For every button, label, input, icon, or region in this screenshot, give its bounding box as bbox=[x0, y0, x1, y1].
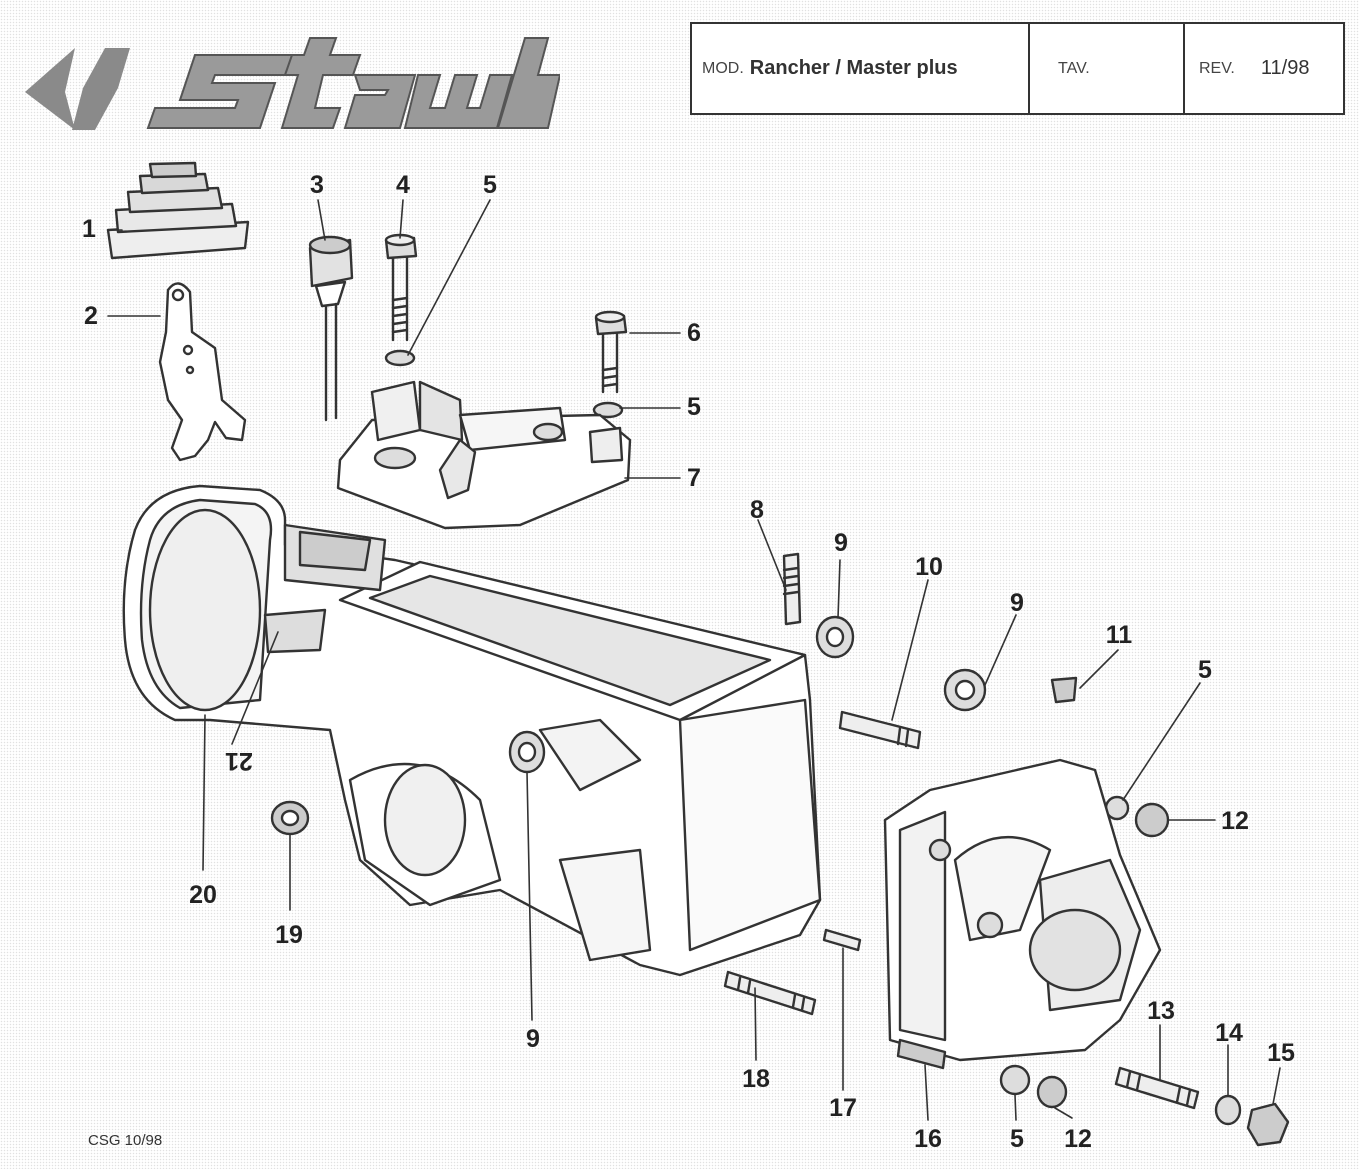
callout-12-upper: 12 bbox=[1221, 807, 1249, 835]
bush bbox=[270, 800, 310, 836]
stud-housing bbox=[896, 1038, 947, 1070]
callout-5-rear-lower: 5 bbox=[1010, 1125, 1024, 1153]
callout-9-upper: 9 bbox=[834, 529, 848, 557]
dipstick bbox=[308, 235, 354, 422]
callout-19: 19 bbox=[275, 921, 303, 949]
washer-output bbox=[1214, 1094, 1242, 1126]
callout-15: 15 bbox=[1267, 1039, 1295, 1067]
nut-rear-upper bbox=[1134, 802, 1170, 838]
rev-label: REV. bbox=[1199, 59, 1235, 77]
callout-5-rear-upper: 5 bbox=[1198, 656, 1212, 684]
shift-fork bbox=[158, 282, 247, 462]
washer-rear-lower bbox=[999, 1064, 1031, 1096]
filler-plug bbox=[1050, 676, 1078, 704]
oil-seal-upper bbox=[815, 615, 855, 659]
callout-14: 14 bbox=[1215, 1019, 1243, 1047]
callout-2: 2 bbox=[84, 302, 98, 330]
callout-7: 7 bbox=[687, 464, 701, 492]
callout-5-cover: 5 bbox=[687, 393, 701, 421]
callout-16: 16 bbox=[914, 1125, 942, 1153]
rear-housing bbox=[883, 758, 1162, 1062]
title-block: MOD. Rancher / Master plus TAV. REV. 11/… bbox=[690, 22, 1345, 115]
callout-9-lower: 9 bbox=[526, 1025, 540, 1053]
callout-12-lower: 12 bbox=[1064, 1125, 1092, 1153]
oil-seal-right bbox=[943, 668, 987, 712]
washer-upper bbox=[384, 349, 416, 367]
callout-10: 10 bbox=[915, 553, 943, 581]
logo-slash bbox=[72, 48, 130, 130]
model-cell: MOD. Rancher / Master plus bbox=[692, 24, 1030, 113]
dowel-pin bbox=[822, 928, 862, 952]
table-cell: TAV. bbox=[1030, 24, 1185, 113]
stud-bottom bbox=[723, 970, 817, 1016]
oil-seal-lower bbox=[508, 730, 546, 774]
callout-9-right: 9 bbox=[1010, 589, 1024, 617]
staub-logo: staub bbox=[25, 37, 560, 130]
stud-output bbox=[1114, 1066, 1200, 1110]
leader-lines bbox=[107, 199, 1281, 1121]
callout-20: 20 bbox=[189, 881, 217, 909]
tav-label: TAV. bbox=[1058, 59, 1090, 77]
drawing-code: CSG 10/98 bbox=[88, 1132, 163, 1149]
nut-rear-lower bbox=[1036, 1075, 1068, 1109]
washer-short-bolt bbox=[592, 401, 624, 419]
callout-18: 18 bbox=[742, 1065, 770, 1093]
logo-letter-b bbox=[496, 37, 560, 129]
callout-13: 13 bbox=[1147, 997, 1175, 1025]
bolt-long bbox=[384, 233, 418, 342]
stud-long bbox=[838, 710, 922, 750]
callout-3: 3 bbox=[310, 171, 324, 199]
gear-lever-boot bbox=[106, 161, 250, 260]
logo-left-chevron bbox=[25, 48, 75, 130]
selector-cover bbox=[336, 380, 632, 530]
callout-4: 4 bbox=[396, 171, 410, 199]
callout-1: 1 bbox=[82, 215, 96, 243]
revision-cell: REV. 11/98 bbox=[1185, 24, 1343, 113]
nut-output bbox=[1246, 1102, 1290, 1147]
mod-label: MOD. bbox=[702, 59, 744, 77]
callout-5-upper: 5 bbox=[483, 171, 497, 199]
stud-short bbox=[782, 552, 802, 626]
gearbox-casing bbox=[122, 484, 822, 977]
logo-letter-t bbox=[280, 37, 362, 129]
model-name: Rancher / Master plus bbox=[749, 57, 958, 79]
callout-17: 17 bbox=[829, 1094, 857, 1122]
callout-11: 11 bbox=[1105, 621, 1133, 649]
bolt-short bbox=[594, 310, 628, 394]
callout-21: 21 bbox=[225, 747, 253, 775]
callout-6: 6 bbox=[687, 319, 701, 347]
callout-8: 8 bbox=[750, 496, 764, 524]
revision-value: 11/98 bbox=[1260, 57, 1310, 79]
logo-letter-a bbox=[343, 74, 417, 129]
